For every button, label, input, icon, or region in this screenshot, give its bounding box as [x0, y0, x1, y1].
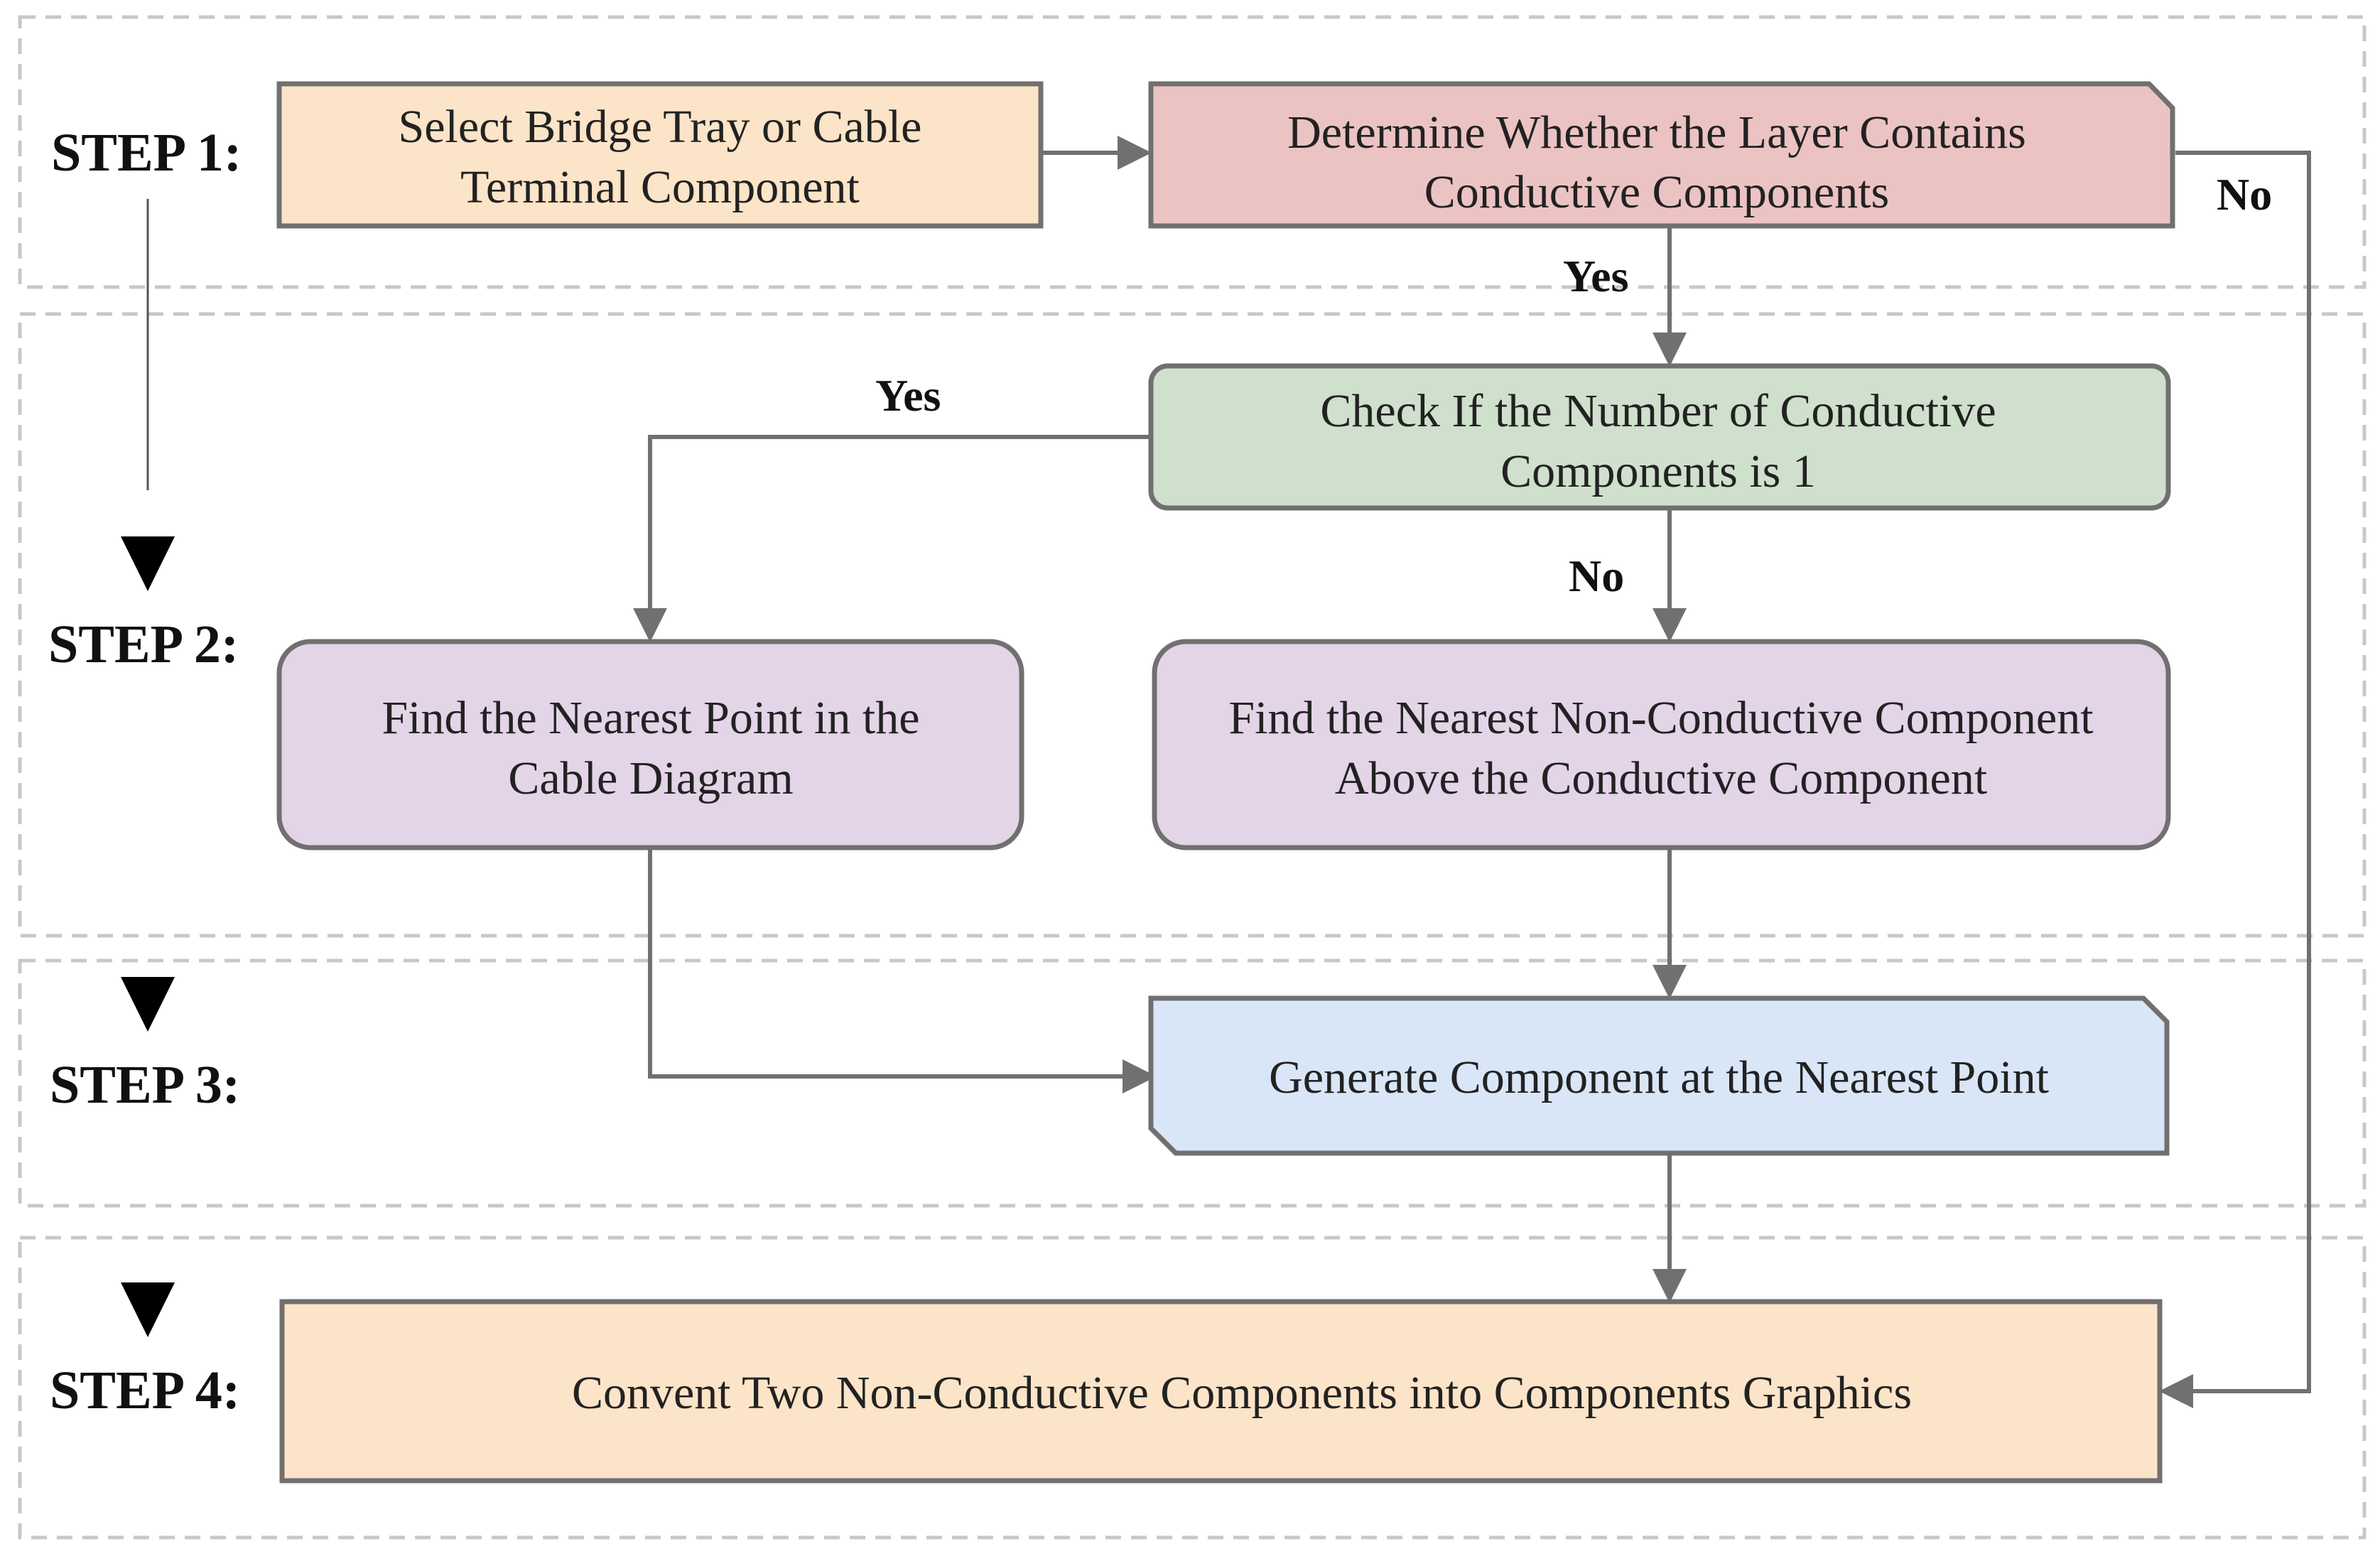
node-determine-layer: Determine Whether the Layer Contains Con… [1148, 81, 2175, 229]
step2-label: STEP 2: [48, 615, 239, 674]
node-convert-shape [279, 1299, 2163, 1484]
node-find-nearest-nonconductive: Find the Nearest Non-Conductive Componen… [1152, 639, 2171, 850]
edge-label-check-no: No [1569, 551, 1624, 601]
step2-marker-icon [121, 536, 175, 591]
edge-check-to-find-point-yes [633, 435, 1151, 642]
edge-label-determine-no: No [2217, 169, 2272, 220]
node-convert-line1: Convent Two Non-Conductive Components in… [572, 1367, 1912, 1419]
node-select-line1: Select Bridge Tray or Cable [399, 101, 922, 153]
node-find-nearest-point: Find the Nearest Point in the Cable Diag… [276, 639, 1024, 850]
node-select-bridge-tray: Select Bridge Tray or Cable Terminal Com… [276, 81, 1044, 229]
step3-zone [18, 958, 2367, 1208]
node-generate-line1: Generate Component at the Nearest Point [1269, 1052, 2049, 1103]
step4-marker-icon [121, 1282, 175, 1337]
node-select-shape [276, 81, 1044, 229]
node-find-nonconductive-shape [1152, 639, 2171, 850]
node-check-shape [1148, 363, 2171, 511]
step3-marker-icon [121, 977, 175, 1032]
edge-label-determine-yes: Yes [1563, 251, 1628, 301]
step3-label: STEP 3: [50, 1055, 240, 1115]
node-determine-shape [1148, 81, 2175, 229]
node-find-nonconductive-line2: Above the Conductive Component [1335, 752, 1987, 804]
step1-label: STEP 1: [51, 123, 242, 183]
edge-find-point-to-generate [648, 849, 1157, 1093]
node-check-line1: Check If the Number of Conductive [1320, 385, 1996, 437]
node-check-line2: Components is 1 [1500, 445, 1816, 497]
node-find-nonconductive-line1: Find the Nearest Non-Conductive Componen… [1228, 692, 2093, 744]
node-determine-line2: Conductive Components [1424, 166, 1889, 218]
node-check-count: Check If the Number of Conductive Compon… [1148, 363, 2171, 511]
edge-determine-to-convert-no [2159, 151, 2311, 1408]
step4-zone [18, 1236, 2367, 1540]
node-find-point-line1: Find the Nearest Point in the [382, 692, 919, 744]
edge-label-check-yes: Yes [875, 370, 941, 421]
step4-label: STEP 4: [50, 1361, 240, 1420]
node-select-line2: Terminal Component [460, 161, 860, 213]
step1-zone [18, 15, 2367, 289]
node-find-point-line2: Cable Diagram [508, 752, 793, 804]
node-find-point-shape [276, 639, 1024, 850]
node-generate-component: Generate Component at the Nearest Point [1148, 995, 2170, 1156]
node-generate-shape [1148, 995, 2170, 1156]
node-determine-line1: Determine Whether the Layer Contains [1287, 107, 2026, 158]
node-convert-components: Convent Two Non-Conductive Components in… [279, 1299, 2163, 1484]
